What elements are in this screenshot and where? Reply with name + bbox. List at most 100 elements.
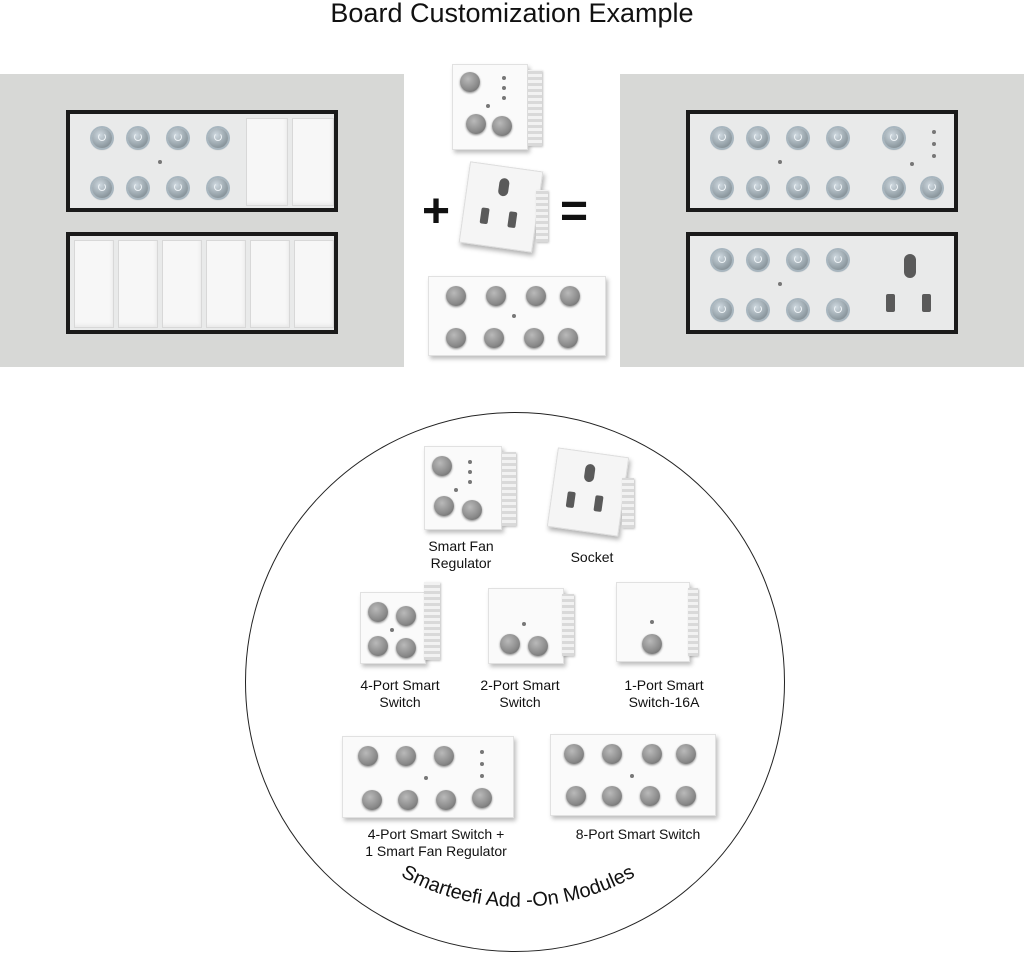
socket-pin xyxy=(886,294,895,312)
switch-button-icon xyxy=(602,744,622,764)
label-fan-regulator: Smart Fan Regulator xyxy=(428,538,494,571)
label-four-port: 4-Port Smart Switch xyxy=(360,677,440,710)
module-back-fins xyxy=(688,588,698,656)
switch-button-icon xyxy=(676,786,696,806)
fan-button-icon xyxy=(884,128,904,148)
switch-button-icon xyxy=(564,744,584,764)
module-back-fins xyxy=(528,70,542,146)
after-panel xyxy=(620,74,1024,367)
switch-button-icon xyxy=(788,300,808,320)
switch-button-icon xyxy=(528,636,548,656)
switch-button-icon xyxy=(560,286,580,306)
indicator-led xyxy=(502,96,506,100)
switch-button-icon xyxy=(748,300,768,320)
fan-button-icon xyxy=(432,456,452,476)
switch-button-icon xyxy=(788,128,808,148)
switch-button-icon xyxy=(92,128,112,148)
switch-button-icon xyxy=(92,178,112,198)
indicator-led xyxy=(480,762,484,766)
switch-button-icon xyxy=(712,178,732,198)
switch-button-icon xyxy=(128,178,148,198)
indicator-led xyxy=(910,162,914,166)
switch-button-icon xyxy=(368,602,388,622)
switch-button-icon xyxy=(642,634,662,654)
label-two-port: 2-Port Smart Switch xyxy=(480,677,560,710)
switch-button-icon xyxy=(640,786,660,806)
fan-regulator-module xyxy=(452,64,528,150)
switch-button-icon xyxy=(602,786,622,806)
eight-port-module xyxy=(550,734,716,816)
combo-module xyxy=(342,736,514,818)
blank-plate xyxy=(250,240,290,328)
switch-button-icon xyxy=(748,128,768,148)
eight-port-module xyxy=(428,276,606,356)
indicator-led xyxy=(778,160,782,164)
board-bottom-left xyxy=(66,232,338,334)
switch-button-icon xyxy=(208,128,228,148)
four-port-module xyxy=(360,592,426,664)
module-back-fins xyxy=(622,478,634,528)
indicator-led xyxy=(932,154,936,158)
switch-button-icon xyxy=(788,178,808,198)
two-port-module xyxy=(488,588,564,664)
switch-button-icon xyxy=(558,328,578,348)
switch-button-icon xyxy=(524,328,544,348)
label-eight-port: 8-Port Smart Switch xyxy=(575,826,701,842)
fan-button-icon xyxy=(472,788,492,808)
equals-sign: = xyxy=(560,185,589,238)
switch-button-icon xyxy=(712,250,732,270)
socket-pin xyxy=(507,211,518,229)
switch-button-icon xyxy=(168,178,188,198)
switch-button-icon xyxy=(642,744,662,764)
module-back-fins xyxy=(424,582,440,660)
fan-button-icon xyxy=(884,178,904,198)
indicator-led xyxy=(512,314,516,318)
switch-button-icon xyxy=(208,178,228,198)
fan-button-icon xyxy=(462,500,482,520)
indicator-led xyxy=(454,488,458,492)
add-on-modules-circle xyxy=(245,412,785,952)
switch-button-icon xyxy=(712,300,732,320)
socket-pin xyxy=(922,294,931,312)
indicator-led xyxy=(468,480,472,484)
module-back-fins xyxy=(536,190,548,242)
indicator-led xyxy=(158,160,162,164)
switch-button-icon xyxy=(168,128,188,148)
indicator-led xyxy=(468,460,472,464)
fan-button-icon xyxy=(434,496,454,516)
blank-plate xyxy=(74,240,114,328)
indicator-led xyxy=(630,774,634,778)
fan-regulator-module xyxy=(424,446,502,530)
indicator-led xyxy=(480,774,484,778)
page-title: Board Customization Example xyxy=(330,0,694,28)
module-back-fins xyxy=(502,452,516,526)
blank-plate xyxy=(246,118,288,206)
indicator-led xyxy=(522,622,526,626)
indicator-led xyxy=(502,76,506,80)
indicator-led xyxy=(778,282,782,286)
switch-button-icon xyxy=(500,634,520,654)
fan-button-icon xyxy=(460,72,480,92)
switch-button-icon xyxy=(368,636,388,656)
circle-caption: Smarteefi Add -On Modules xyxy=(398,861,638,912)
blank-plate xyxy=(118,240,158,328)
label-socket: Socket xyxy=(570,549,614,565)
switch-button-icon xyxy=(486,286,506,306)
switch-button-icon xyxy=(362,790,382,810)
switch-button-icon xyxy=(526,286,546,306)
board-top-right xyxy=(686,110,958,212)
fan-button-icon xyxy=(492,116,512,136)
board-bottom-right xyxy=(686,232,958,334)
switch-button-icon xyxy=(828,178,848,198)
before-panel xyxy=(0,74,404,367)
socket-pin xyxy=(904,254,916,278)
indicator-led xyxy=(502,86,506,90)
indicator-led xyxy=(390,628,394,632)
blank-plate xyxy=(162,240,202,328)
blank-plate xyxy=(294,240,334,328)
switch-button-icon xyxy=(396,746,416,766)
indicator-led xyxy=(650,620,654,624)
switch-button-icon xyxy=(358,746,378,766)
switch-button-icon xyxy=(828,300,848,320)
socket-pin xyxy=(497,177,510,197)
